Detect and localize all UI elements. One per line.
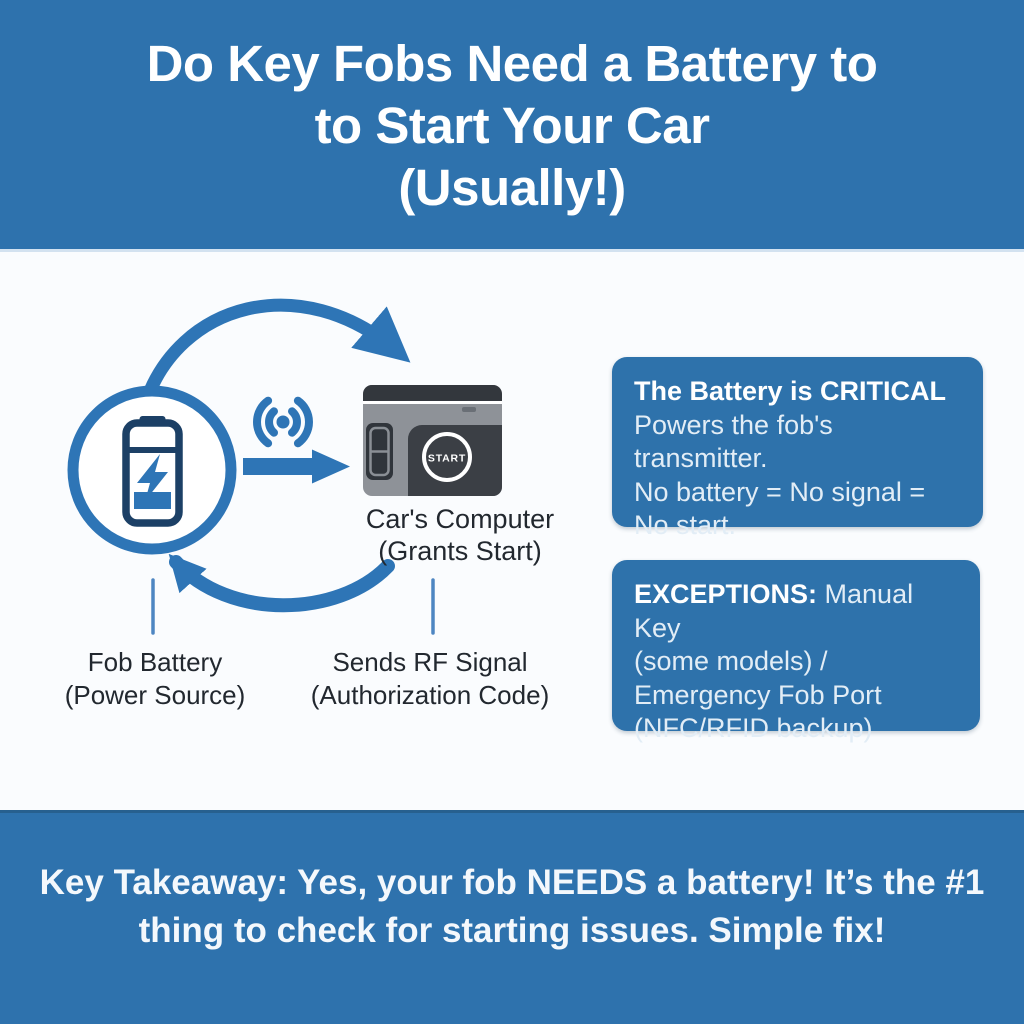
exceptions-box-line-3: (NFC/RFID backup) [634, 713, 873, 743]
exceptions-box: EXCEPTIONS: Manual Key (some models) / E… [612, 560, 980, 743]
exceptions-box-line-1: (some models) / [634, 646, 828, 676]
right-arrow-icon [243, 449, 350, 484]
computer-label-line-1: Car's Computer [365, 504, 555, 534]
computer-label-line-2: (Grants Start) [378, 536, 542, 566]
critical-box-line-3: No start. [634, 510, 737, 540]
curved-arrow-top-icon [138, 298, 411, 411]
lightning-bolt-icon [137, 454, 168, 501]
start-button-icon: START [422, 432, 472, 482]
exceptions-box-title: EXCEPTIONS: [634, 579, 818, 609]
start-button-label: START [428, 453, 466, 465]
rf-signal-icon [253, 396, 313, 448]
fob-label-line-2: (Power Source) [64, 680, 246, 710]
exceptions-box-title-line: EXCEPTIONS: Manual Key [634, 578, 958, 645]
key-fob-cycle-diagram: START [67, 298, 502, 635]
battery-critical-box: The Battery is CRITICAL Powers the fob's… [612, 357, 983, 540]
fob-battery-label: Fob Battery (Power Source) [40, 646, 270, 712]
page-title: Do Key Fobs Need a Battery to to Start Y… [0, 0, 1024, 219]
critical-box-line-2: No battery = No signal = [634, 476, 926, 507]
exceptions-box-line-2: Emergency Fob Port [634, 679, 882, 710]
takeaway-line-2: thing to check for starting issues. Simp… [138, 911, 886, 950]
device-vent [366, 423, 393, 480]
device-slot [462, 407, 476, 412]
signal-label-line-1: Sends RF Signal [332, 647, 528, 677]
takeaway-line-1: Key Takeaway: Yes, your fob NEEDS a batt… [39, 863, 985, 902]
signal-label-line-2: (Authorization Code) [310, 680, 550, 710]
rf-signal-label: Sends RF Signal (Authorization Code) [300, 646, 560, 712]
critical-box-title: The Battery is CRITICAL [634, 376, 947, 406]
exceptions-box-title-suffix: Manual Key [634, 579, 914, 643]
car-computer-icon: START [363, 385, 502, 496]
battery-charging-icon [122, 416, 183, 527]
key-takeaway-text: Key Takeaway: Yes, your fob NEEDS a batt… [0, 813, 1024, 955]
fob-label-line-1: Fob Battery [87, 647, 223, 677]
computer-label: Car's Computer (Grants Start) [330, 503, 590, 567]
title-line-2: to Start Your Car [314, 97, 710, 154]
footer-banner: Key Takeaway: Yes, your fob NEEDS a batt… [0, 810, 1024, 1024]
title-line-3: (Usually!) [398, 159, 626, 216]
curved-arrow-bottom-icon [168, 553, 395, 613]
header-banner: Do Key Fobs Need a Battery to to Start Y… [0, 0, 1024, 252]
critical-box-line-1: Powers the fob's transmitter. [634, 409, 833, 474]
title-line-1: Do Key Fobs Need a Battery to [146, 35, 878, 92]
